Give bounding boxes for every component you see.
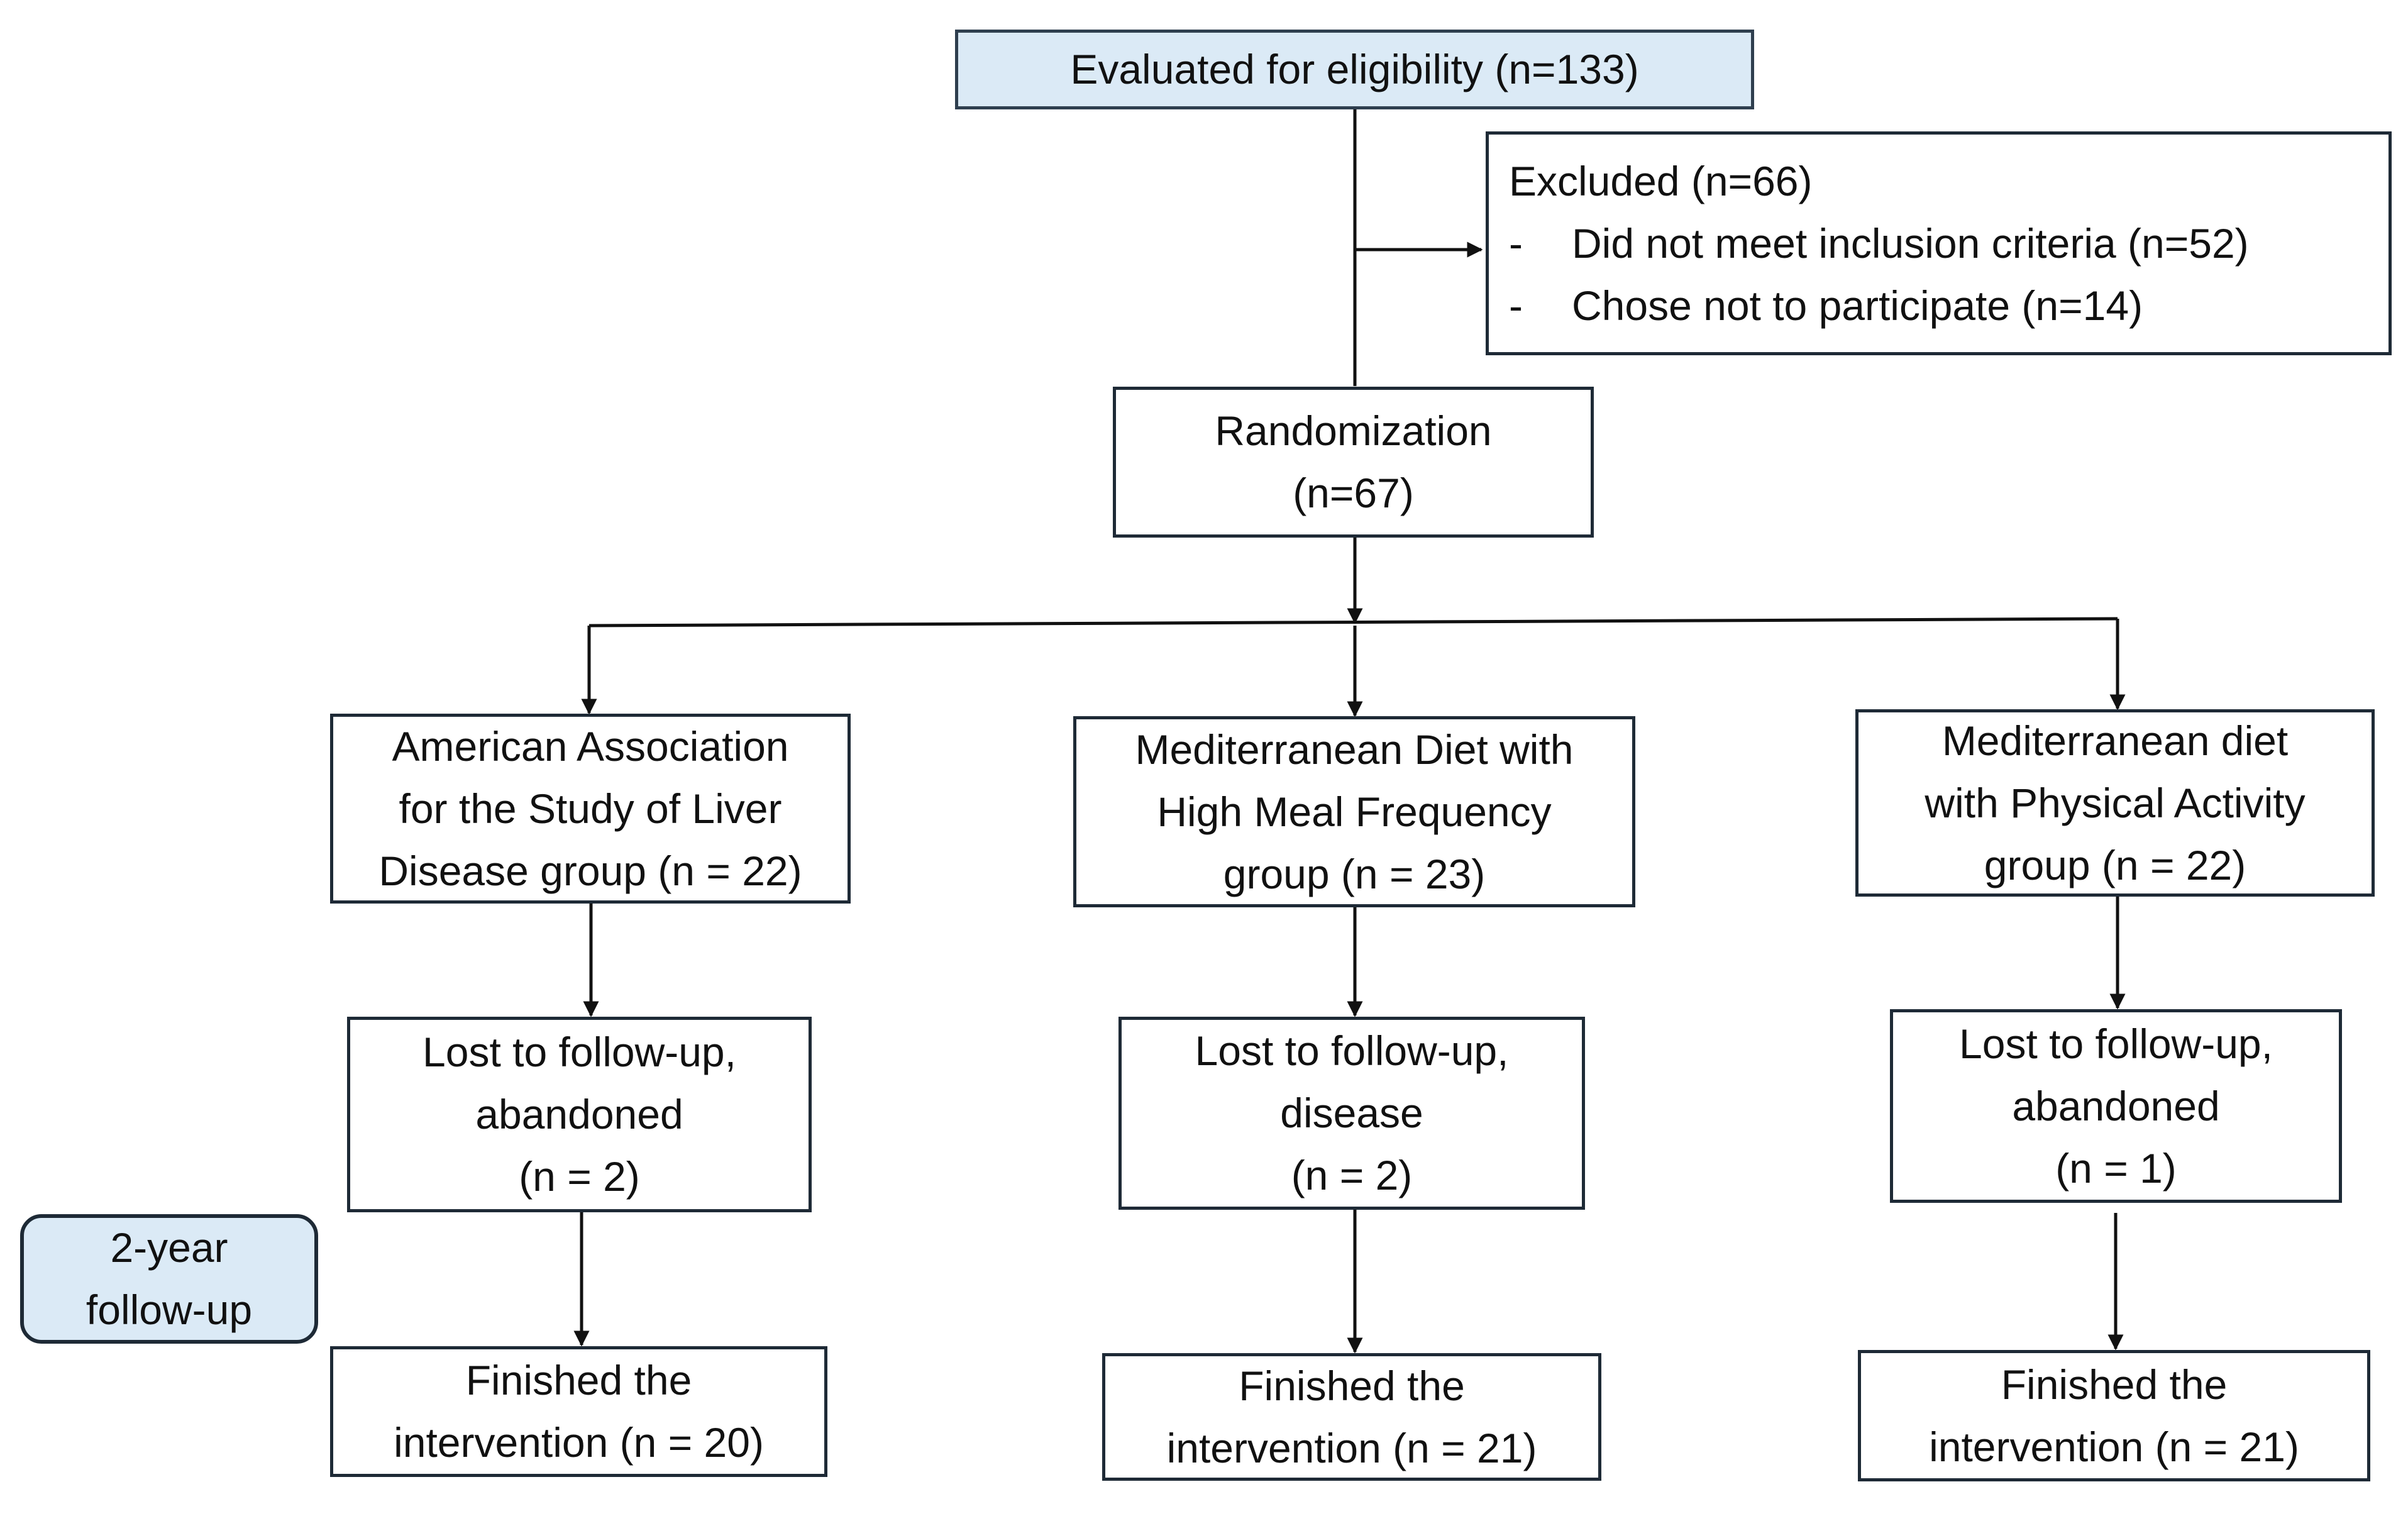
group-aasld-box: American Association for the Study of Li… [330,714,851,904]
group-name-line: for the Study of Liver [399,785,782,832]
lost-followup-box-2: Lost to follow-up, disease (n = 2) [1118,1017,1585,1210]
finished-line: Finished the [465,1357,692,1403]
group-name-line: Mediterranean Diet with [1135,726,1574,773]
finished-line: Finished the [2001,1361,2228,1408]
excluded-box: Excluded (n=66) - Did not meet inclusion… [1486,131,2392,355]
lost-line: Lost to follow-up, [1195,1027,1509,1074]
finished-line: intervention (n = 21) [1166,1424,1537,1471]
lost-followup-box-1: Lost to follow-up, abandoned (n = 2) [347,1017,812,1212]
excluded-title: Excluded (n=66) [1509,157,1813,204]
list-dash: - [1509,282,1523,329]
finished-line: intervention (n = 20) [394,1419,764,1466]
excluded-item: - Did not meet inclusion criteria (n=52) [1509,213,2249,275]
excluded-item-text: Chose not to participate (n=14) [1572,282,2143,329]
eligibility-label: Evaluated for eligibility (n=133) [1070,46,1639,92]
two-year-followup-label: 2-year follow-up [20,1214,318,1344]
randomization-box: Randomization (n=67) [1113,387,1594,538]
lost-line: Lost to follow-up, [1959,1020,2273,1067]
randomization-count: (n=67) [1293,470,1414,516]
lost-line: abandoned [475,1091,683,1137]
followup-line: follow-up [86,1286,253,1333]
lost-line: abandoned [2012,1082,2220,1129]
lost-line: (n = 2) [519,1153,640,1200]
excluded-item: - Chose not to participate (n=14) [1509,275,2143,337]
list-dash: - [1509,219,1523,267]
finished-box-2: Finished the intervention (n = 21) [1102,1353,1601,1481]
group-name-line: group (n = 22) [1984,841,2246,888]
branch-horizontal-line [588,617,2118,628]
lost-line: (n = 1) [2055,1144,2177,1192]
lost-line: (n = 2) [1291,1152,1413,1198]
group-name-line: Mediterranean diet [1941,717,2289,764]
group-name-line: American Association [392,722,789,770]
finished-box-3: Finished the intervention (n = 21) [1858,1350,2370,1481]
eligibility-box: Evaluated for eligibility (n=133) [955,30,1754,109]
group-name-line: Disease group (n = 22) [378,847,802,894]
lost-line: disease [1280,1090,1423,1136]
excluded-item-text: Did not meet inclusion criteria (n=52) [1572,219,2249,267]
finished-line: Finished the [1239,1362,1465,1409]
finished-box-1: Finished the intervention (n = 20) [330,1346,827,1477]
followup-line: 2-year [110,1224,228,1271]
group-name-line: group (n = 23) [1223,850,1486,897]
group-med-diet-physical-activity-box: Mediterranean diet with Physical Activit… [1855,709,2375,897]
randomization-label: Randomization [1215,407,1492,454]
lost-followup-box-3: Lost to follow-up, abandoned (n = 1) [1890,1009,2342,1203]
group-name-line: with Physical Activity [1925,779,2306,826]
lost-line: Lost to follow-up, [423,1029,736,1075]
finished-line: intervention (n = 21) [1929,1423,2299,1470]
group-med-diet-meal-frequency-box: Mediterranean Diet with High Meal Freque… [1073,716,1635,907]
group-name-line: High Meal Frequency [1157,788,1552,835]
